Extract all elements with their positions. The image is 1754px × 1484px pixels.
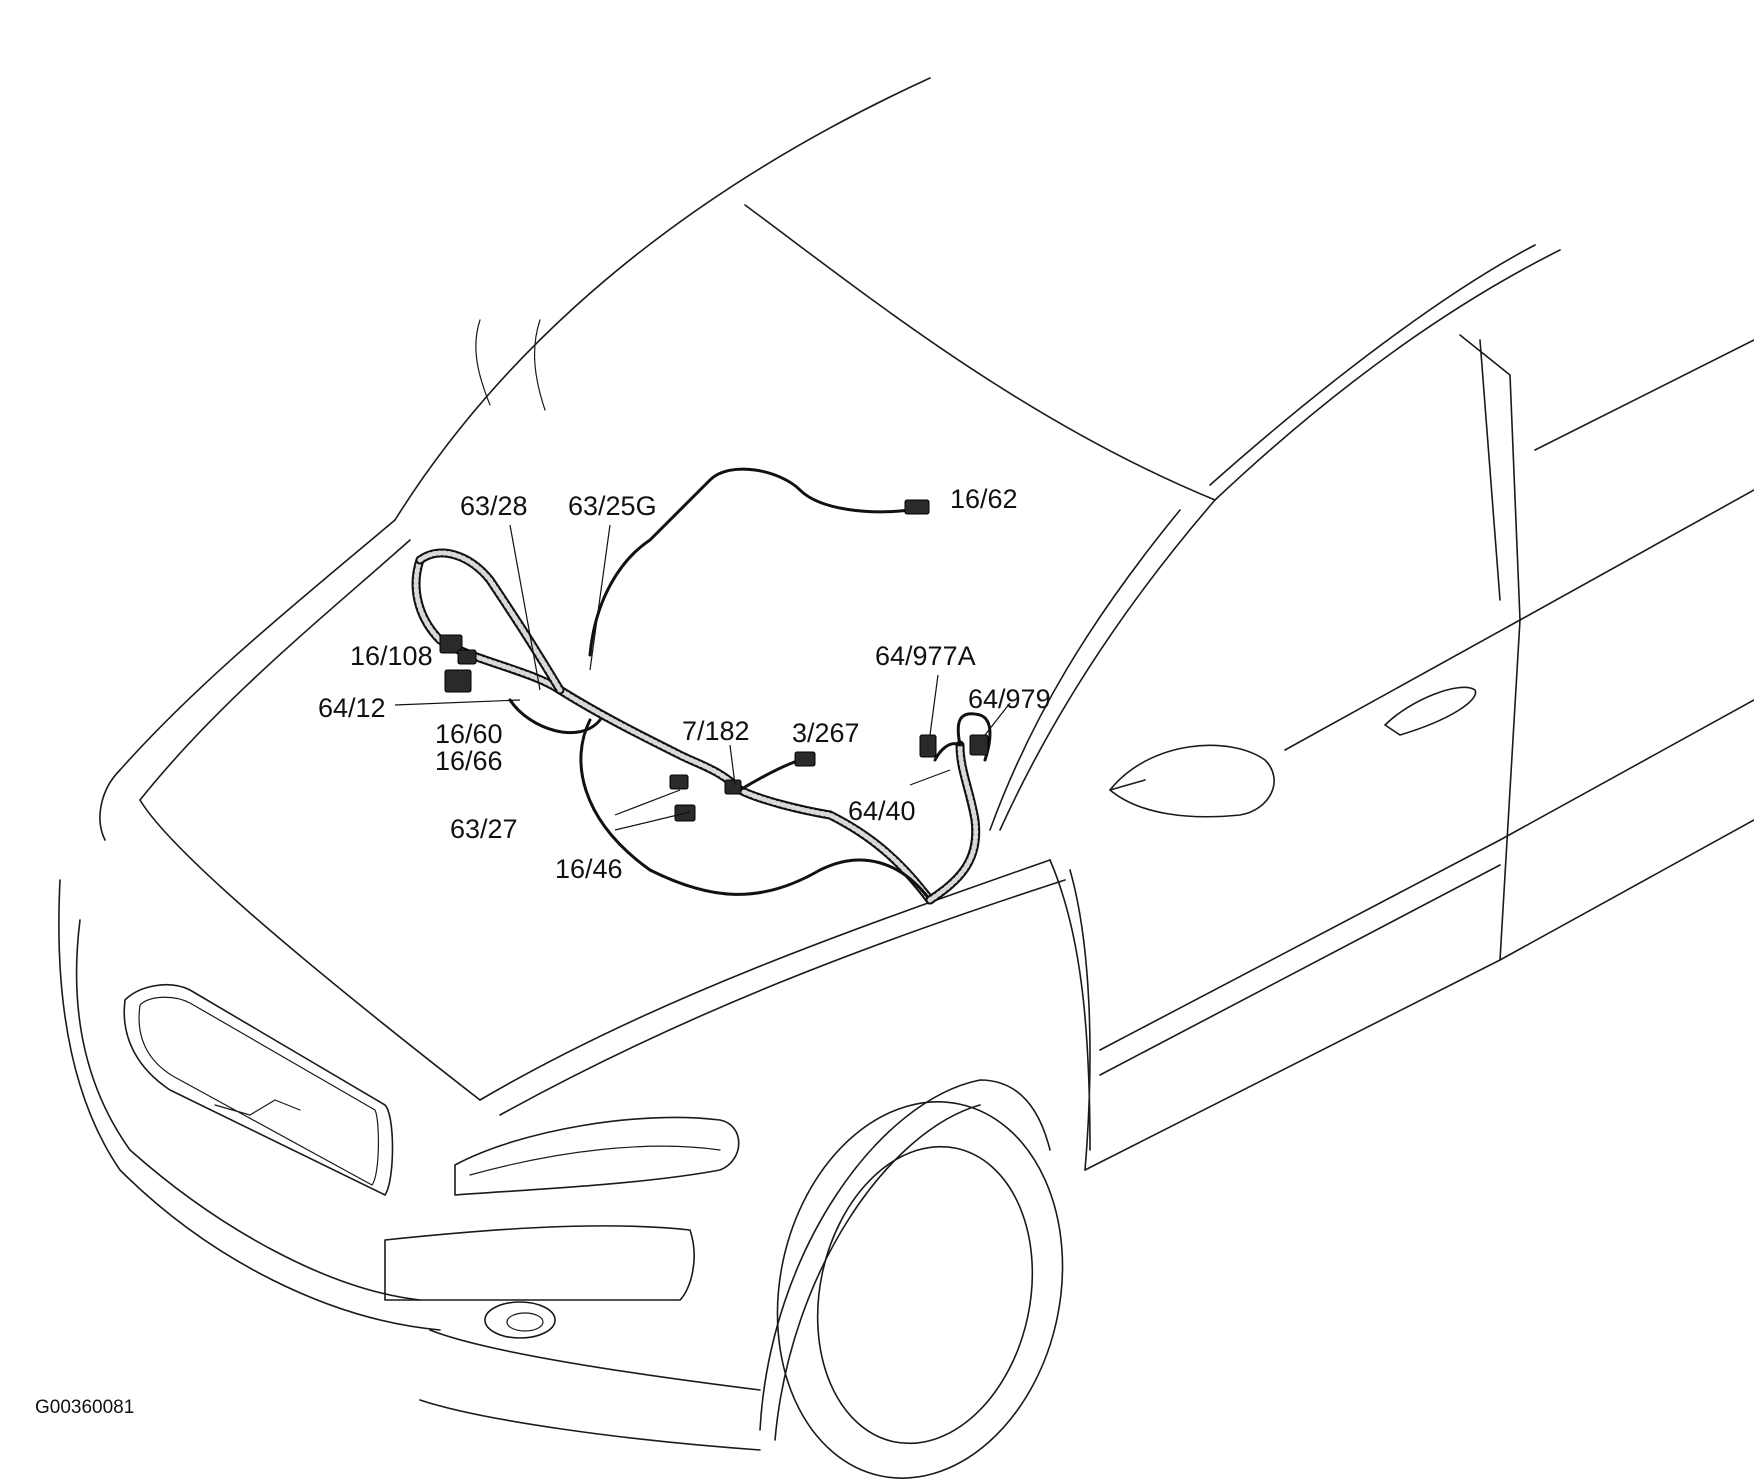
connector-64-977a-shape <box>919 734 937 758</box>
label-16-66: 16/66 <box>435 746 503 776</box>
label-16-62: 16/62 <box>950 484 1018 514</box>
connector-64-979-shape <box>969 734 989 756</box>
label-16-108: 16/108 <box>350 641 433 671</box>
figure-code: G00360081 <box>35 1397 134 1418</box>
connector-16-108b-shape <box>457 649 477 665</box>
label-64-12: 64/12 <box>318 693 386 723</box>
label-7-182: 7/182 <box>682 716 750 746</box>
label-16-60: 16/60 <box>435 719 503 749</box>
connector-63-27-shape <box>669 774 689 790</box>
label-64-40: 64/40 <box>848 796 916 826</box>
label-64-977a: 64/977A <box>875 641 976 671</box>
label-63-25g: 63/25G <box>568 491 657 521</box>
leader-lines <box>394 524 1011 831</box>
label-63-28: 63/28 <box>460 491 528 521</box>
wiring-harness <box>411 467 992 905</box>
label-64-979: 64/979 <box>968 684 1051 714</box>
connector-16-108-shape <box>439 634 463 654</box>
label-3-267: 3/267 <box>792 718 860 748</box>
label-16-46: 16/46 <box>555 854 623 884</box>
connector-16-62-shape <box>904 499 930 515</box>
connector-7-182-shape <box>724 779 742 795</box>
connector-labels: 16/62 63/28 63/25G 16/108 64/12 16/60 16… <box>318 484 1051 884</box>
connector-3-267-shape <box>794 751 816 767</box>
label-63-27: 63/27 <box>450 814 518 844</box>
connector-64-12-shape <box>444 669 472 693</box>
car-outline <box>58 77 1754 1479</box>
